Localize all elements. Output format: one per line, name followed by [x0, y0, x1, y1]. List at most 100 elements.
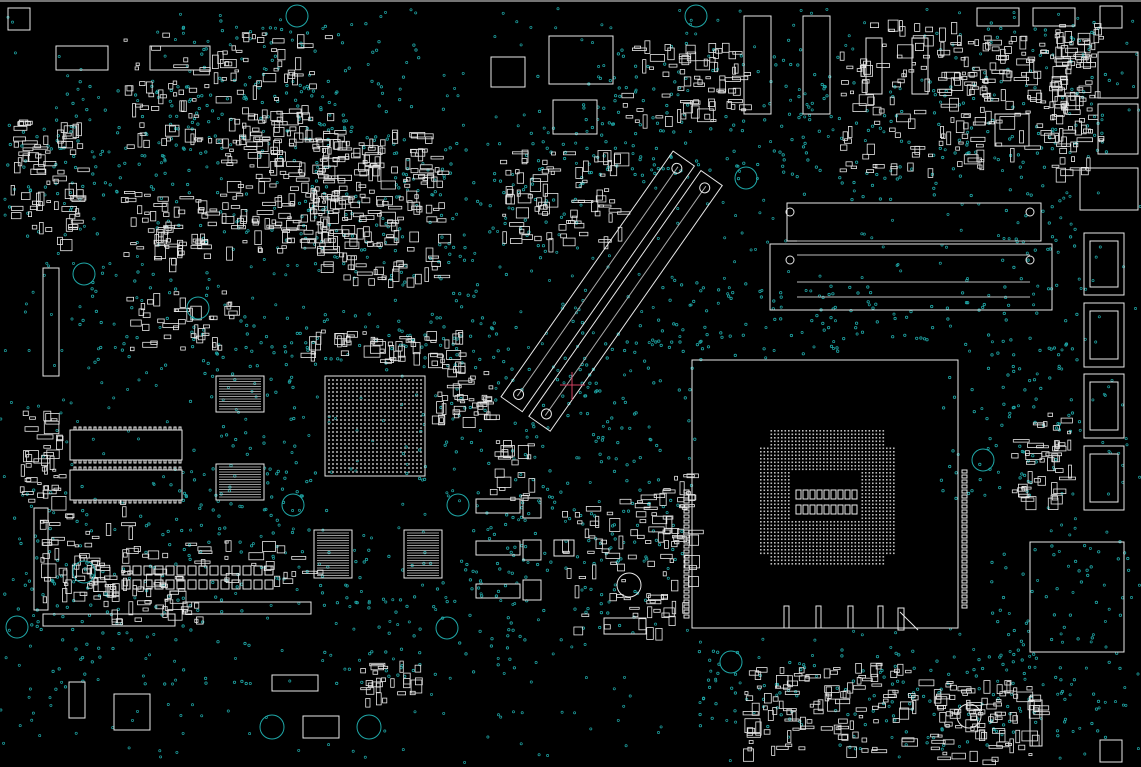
- via: [401, 748, 405, 752]
- via: [11, 20, 14, 24]
- via: [265, 393, 269, 397]
- via: [676, 221, 680, 225]
- via: [488, 204, 492, 208]
- via: [966, 491, 971, 496]
- via: [544, 220, 548, 224]
- via: [612, 401, 617, 405]
- via: [600, 23, 604, 27]
- via: [1077, 39, 1081, 43]
- socket-pin: [798, 465, 801, 467]
- via: [174, 638, 178, 642]
- smd-component: [60, 239, 73, 252]
- via: [541, 244, 546, 248]
- via: [900, 109, 904, 114]
- socket-pin: [837, 451, 839, 453]
- via: [607, 456, 611, 460]
- via: [1114, 700, 1117, 704]
- major-components: [5, 4, 1139, 763]
- via: [1068, 693, 1072, 697]
- smd-component: [936, 705, 946, 709]
- via: [523, 218, 527, 222]
- smd-component: [56, 434, 63, 442]
- via: [317, 268, 321, 272]
- via: [734, 720, 738, 724]
- via: [440, 235, 444, 239]
- via: [996, 470, 1000, 474]
- smd-component: [970, 726, 975, 731]
- via: [799, 112, 803, 116]
- smd-component: [996, 741, 1009, 748]
- via: [1007, 415, 1012, 419]
- via: [95, 232, 99, 236]
- via: [530, 269, 534, 273]
- socket-pin: [851, 440, 853, 443]
- smd-component: [126, 547, 139, 554]
- via: [489, 526, 493, 530]
- via: [647, 341, 651, 345]
- smd-component: [1036, 123, 1044, 128]
- via: [234, 437, 238, 442]
- smd-component: [84, 542, 93, 548]
- via: [938, 146, 942, 150]
- smd-component: [1091, 53, 1097, 58]
- via: [70, 317, 74, 321]
- socket-pin: [784, 458, 787, 460]
- via: [330, 126, 334, 131]
- smd-component: [179, 297, 186, 308]
- via: [654, 538, 659, 542]
- socket-pin: [861, 472, 864, 474]
- smd-component: [369, 662, 386, 667]
- socket-pin: [805, 440, 808, 443]
- via: [1054, 457, 1058, 462]
- socket-pin: [809, 461, 811, 464]
- socket-pin: [781, 461, 783, 464]
- via: [772, 149, 776, 153]
- socket-side-cap: [961, 534, 968, 539]
- smd-component: [142, 312, 151, 318]
- via: [1105, 530, 1109, 534]
- via: [295, 588, 299, 592]
- smd-component: [334, 130, 347, 135]
- socket-pin: [858, 454, 860, 457]
- socket-pin: [875, 433, 878, 436]
- via: [140, 299, 144, 302]
- via: [192, 117, 197, 121]
- smd-component: [505, 186, 513, 198]
- via: [238, 504, 242, 508]
- socket-pin: [879, 437, 881, 439]
- via: [168, 291, 172, 295]
- via: [581, 181, 585, 185]
- via: [322, 123, 326, 127]
- smd-component: [437, 170, 450, 176]
- via: [583, 643, 587, 646]
- via: [661, 167, 665, 171]
- via: [634, 411, 638, 415]
- via: [1085, 124, 1090, 128]
- socket-pin: [840, 465, 843, 467]
- smd-component: [838, 718, 848, 724]
- smd-component: [441, 403, 447, 415]
- via: [471, 259, 475, 262]
- via: [959, 228, 963, 232]
- via: [113, 528, 117, 532]
- smd-component: [621, 92, 634, 99]
- via: [192, 337, 196, 342]
- socket-pin: [851, 430, 853, 432]
- via: [438, 193, 442, 197]
- via: [1102, 583, 1106, 587]
- smd-component: [1027, 471, 1033, 484]
- via: [314, 179, 319, 183]
- smd-component: [255, 173, 263, 180]
- via: [385, 368, 389, 372]
- smd-component: [130, 319, 142, 327]
- header-pad: [143, 579, 153, 590]
- via: [716, 18, 720, 22]
- smd-component: [979, 729, 986, 741]
- via: [30, 623, 34, 627]
- via: [370, 650, 374, 654]
- header-pad: [264, 579, 274, 590]
- via: [1089, 640, 1093, 644]
- via: [412, 595, 417, 599]
- smd-component: [130, 217, 137, 227]
- smd-component: [550, 170, 555, 176]
